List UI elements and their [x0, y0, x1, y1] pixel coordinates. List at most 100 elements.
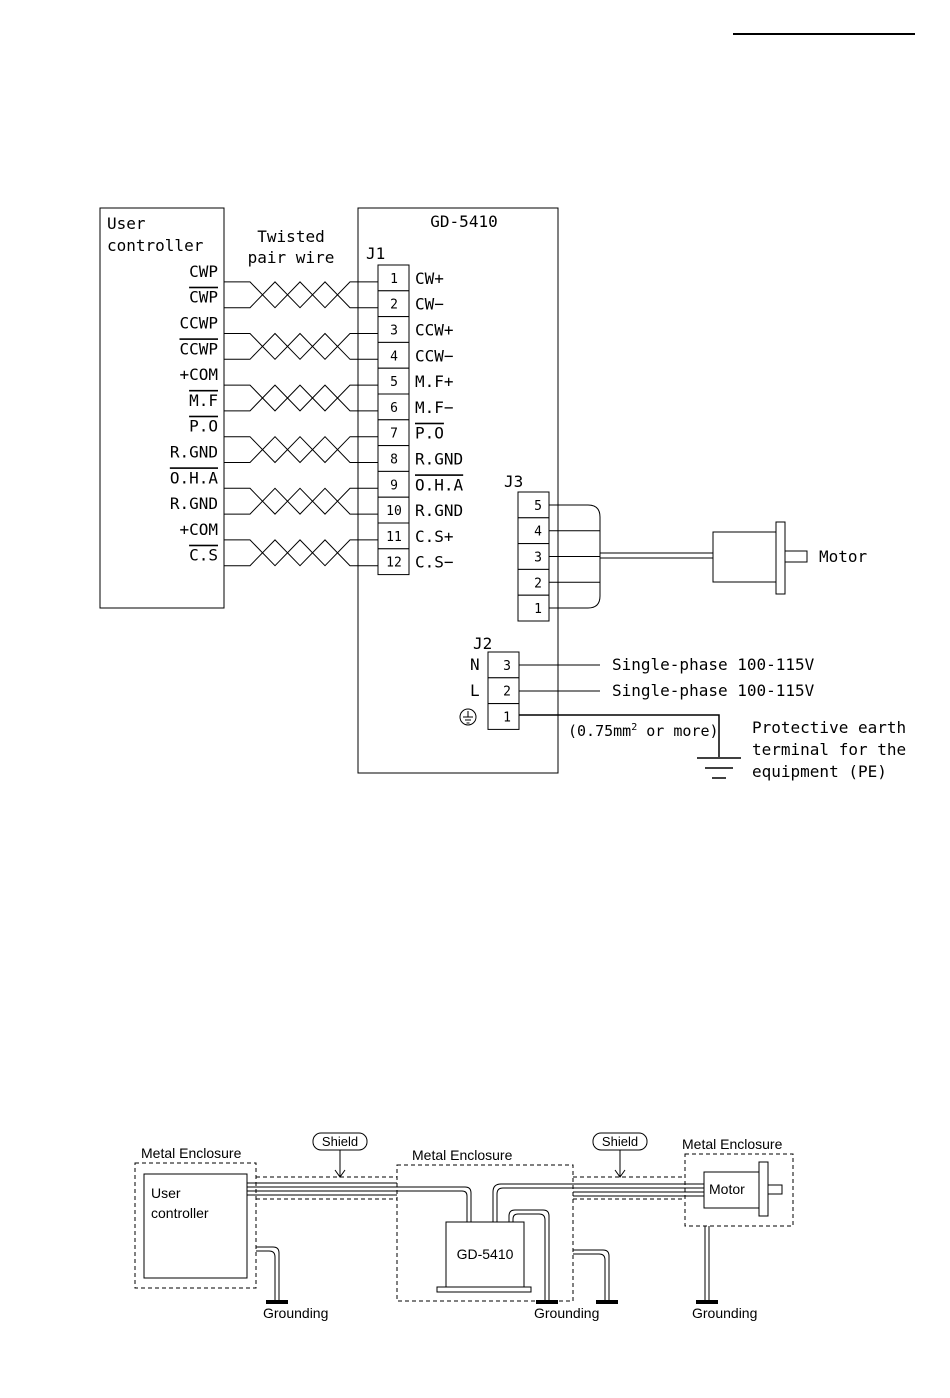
twisted-pair-wire [224, 281, 378, 309]
twisted-label-1: Twisted [257, 227, 324, 246]
j1-terminal-cell [377, 445, 410, 472]
j3-terminal-block: 5 4 3 2 1 [517, 491, 600, 622]
enclosure-label-1: Metal Enclosure [141, 1145, 242, 1161]
j1-signal-label: CW+ [415, 269, 444, 288]
j3-pin-number: 4 [534, 525, 542, 540]
controller-signal-label: O.H.A [170, 468, 219, 487]
j1-pin-number: 4 [390, 349, 398, 364]
twisted-pair-wire [224, 384, 378, 412]
controller-signal-label: CCWP [179, 339, 218, 358]
enclosure-label-2: Metal Enclosure [412, 1147, 513, 1163]
j3-terminal-cell [517, 568, 550, 596]
pe-label-3: equipment (PE) [752, 762, 887, 781]
frame-ground-motor [704, 1226, 710, 1301]
supply-label-2: Single-phase 100-115V [612, 681, 815, 700]
enclosure-controller [134, 1162, 257, 1289]
motor-flange-ground [758, 1161, 769, 1217]
twisted-pair-wire [224, 487, 378, 515]
j3-pin-number: 2 [534, 576, 542, 591]
driver-title: GD-5410 [430, 212, 497, 231]
controller-signal-label: CCWP [179, 314, 218, 333]
shield-label-2: Shield [602, 1134, 638, 1149]
shielded-cable-right [492, 1176, 704, 1222]
controller-signal-label: R.GND [170, 443, 218, 462]
j1-pin-number: 5 [390, 375, 398, 390]
j1-pin-number: 10 [386, 504, 402, 519]
twisted-pair-wire [224, 435, 378, 464]
motor-body [712, 531, 777, 583]
pe-label-1: Protective earth [752, 718, 906, 737]
enclosure-motor [684, 1153, 794, 1227]
controller-box [99, 207, 225, 609]
shield-label-1: Shield [322, 1134, 358, 1149]
j2-terminal-cell [487, 703, 520, 730]
j1-signal-label: P.O [415, 424, 444, 443]
controller-signal-label: M.F [189, 391, 218, 410]
shielded-cable-left [247, 1176, 472, 1222]
j2-side-n: N [470, 655, 480, 674]
motor-flange [775, 521, 786, 595]
enclosure-label-3: Metal Enclosure [682, 1136, 783, 1152]
twisted-pair-wire [224, 281, 378, 309]
earth-wire [519, 714, 720, 757]
j1-signal-label: M.F− [415, 398, 454, 417]
driver-box [357, 207, 559, 774]
twisted-pair-wire [224, 539, 378, 567]
j1-terminal-cell [377, 470, 410, 498]
wire-size-label: (0.75mm2 or more) [568, 722, 719, 740]
controller-signal-label: R.GND [170, 494, 218, 513]
j2-pin-number: 3 [503, 659, 511, 674]
motor-body-ground [703, 1171, 760, 1209]
motor-shaft [784, 550, 808, 563]
j1-pin-number: 6 [390, 401, 398, 416]
controller-signal-label: CWP [189, 288, 218, 307]
j1-signal-label: O.H.A [415, 475, 464, 494]
j1-terminal-cell [377, 522, 410, 550]
j3-pin-number: 5 [534, 499, 542, 514]
j2-pin-number: 2 [503, 685, 511, 700]
j2-terminal-block: 3 2 1 [487, 651, 520, 730]
j1-terminal-cell [377, 264, 410, 292]
j1-signal-label: C.S+ [415, 527, 454, 546]
j1-signal-label: C.S− [415, 553, 454, 572]
controller-ground-label-1: User [151, 1185, 181, 1201]
controller-signal-label: C.S [189, 546, 218, 565]
twisted-label-2: pair wire [248, 248, 335, 267]
supply-label-1: Single-phase 100-115V [612, 655, 815, 674]
motor-label: Motor [819, 547, 868, 566]
grounding-label-1: Grounding [263, 1305, 328, 1321]
j1-label: J1 [366, 244, 385, 263]
twisted-pair-wire [224, 539, 378, 567]
j1-signal-label: R.GND [415, 501, 463, 520]
j2-side-l: L [470, 681, 480, 700]
frame-ground-controller [256, 1246, 280, 1301]
twisted-pair-wire [224, 332, 378, 361]
protective-earth-icon [459, 708, 477, 726]
j3-pin-number: 1 [534, 602, 542, 617]
j1-pin-number: 3 [390, 324, 398, 339]
grounding-label-3: Grounding [692, 1305, 757, 1321]
j1-pin-number: 7 [390, 427, 398, 442]
motor-ground-label: Motor [709, 1181, 745, 1197]
controller-label-2: controller [107, 236, 204, 255]
j3-pin-number: 3 [534, 551, 542, 566]
j1-pin-number: 12 [386, 556, 402, 571]
pe-label-2: terminal for the [752, 740, 906, 759]
driver-base [436, 1286, 532, 1293]
motor-cable-bundle [549, 504, 601, 609]
j3-label: J3 [504, 472, 523, 491]
j1-pin-number: 2 [390, 298, 398, 313]
j1-signal-label: M.F+ [415, 372, 454, 391]
controller-signal-label: +COM [179, 520, 218, 539]
j2-pin-number: 1 [503, 711, 511, 726]
j1-signal-label: CW− [415, 295, 444, 314]
twisted-pair-wire [224, 435, 378, 464]
j1-pin-number: 9 [390, 478, 398, 493]
twisted-pair-wire [224, 332, 378, 361]
controller-label-1: User [107, 214, 146, 233]
j1-terminal-cell [377, 367, 410, 395]
j1-terminal-cell [377, 290, 410, 318]
grounding-label-2: Grounding [534, 1305, 599, 1321]
